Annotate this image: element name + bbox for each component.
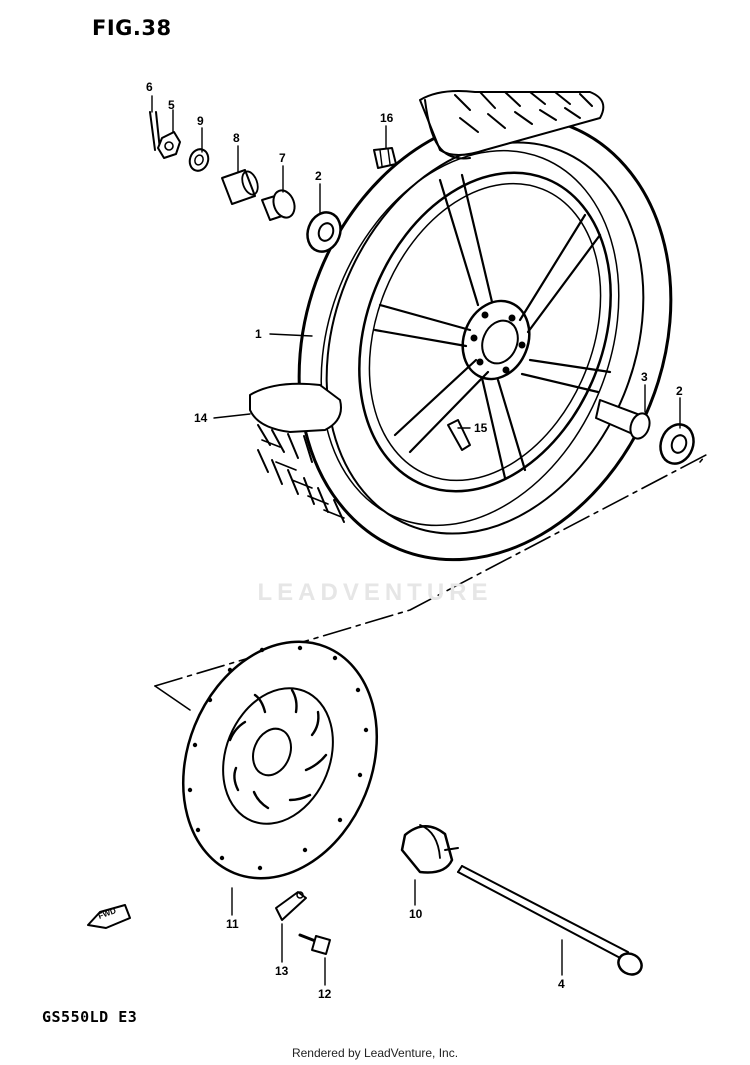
spacer-right <box>595 399 651 440</box>
disc-bolt <box>298 933 331 955</box>
wheel-bearing-right <box>659 423 695 465</box>
callout-9: 9 <box>197 114 204 128</box>
callout-8: 8 <box>233 131 240 145</box>
lock-washer <box>275 891 307 921</box>
wheel-bearing-left <box>306 211 342 253</box>
callout-15: 15 <box>474 421 488 435</box>
callout-11: 11 <box>226 917 239 931</box>
figure-title: FIG.38 <box>92 16 172 40</box>
callout-2-right: 2 <box>676 384 683 398</box>
callout-13: 13 <box>275 964 289 978</box>
callout-14: 14 <box>194 411 208 425</box>
callout-3: 3 <box>641 370 648 384</box>
fwd-arrow-icon <box>87 904 131 929</box>
speedometer-gearbox <box>400 824 459 874</box>
callout-10: 10 <box>409 907 423 921</box>
spacer <box>221 169 259 205</box>
axle-nut <box>157 131 181 159</box>
callout-4: 4 <box>558 977 565 991</box>
watermark: LEADVENTURE <box>257 579 493 606</box>
cast-wheel <box>358 171 612 493</box>
footer-credit: Rendered by LeadVenture, Inc. <box>291 1046 459 1060</box>
callout-7: 7 <box>279 151 286 165</box>
brake-disc <box>181 640 379 880</box>
callout-16: 16 <box>380 111 394 125</box>
model-code: GS550LD E3 <box>42 1008 138 1026</box>
front-axle <box>457 865 643 976</box>
tire <box>249 90 673 562</box>
callout-6: 6 <box>146 80 153 94</box>
callout-12: 12 <box>318 987 332 1001</box>
callout-1: 1 <box>255 327 262 341</box>
balance-weight <box>373 147 397 169</box>
callout-5: 5 <box>168 98 175 112</box>
callout-2-upper: 2 <box>315 169 322 183</box>
spacer-collar <box>261 189 296 221</box>
washer <box>188 148 210 172</box>
